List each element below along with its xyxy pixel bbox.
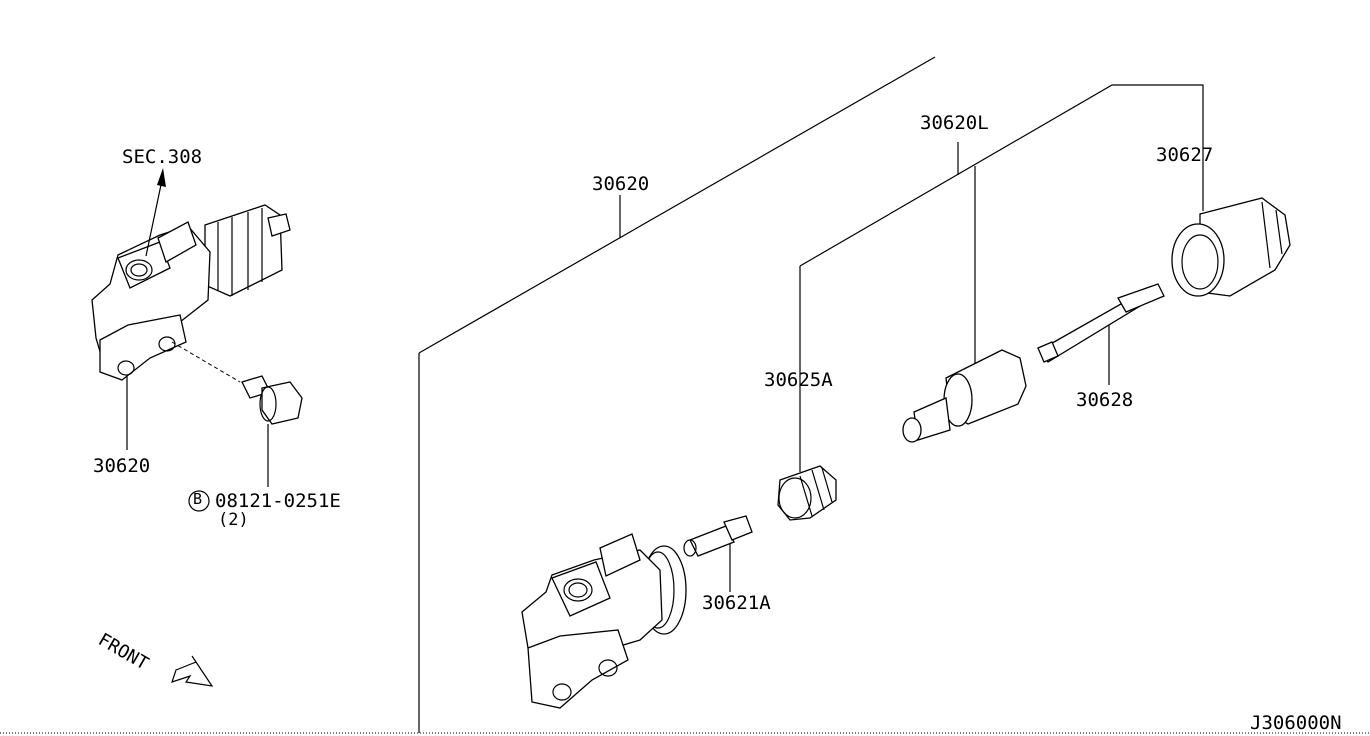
part-30625A — [777, 465, 837, 521]
label-30620-left: 30620 — [93, 455, 151, 477]
part-30628 — [1037, 283, 1165, 363]
label-30628: 30628 — [1076, 389, 1134, 411]
panel-frame — [418, 56, 936, 733]
part-30621A — [683, 515, 753, 557]
front-arrow-icon — [171, 655, 214, 687]
label-bolt-code: 08121-0251E — [215, 490, 341, 512]
slave-cylinder-housing — [521, 533, 687, 709]
part-30627 — [1171, 197, 1291, 297]
piston-30620L — [902, 349, 1027, 443]
bolt-badge-letter: B — [193, 490, 203, 508]
bolt-08121-0251E — [171, 341, 303, 487]
bracket-30620L — [619, 84, 1204, 592]
label-30625A: 30625A — [764, 369, 833, 391]
bolt-badge-icon — [188, 490, 210, 512]
label-30620L: 30620L — [920, 112, 989, 134]
label-diagram-id: J306000N — [1250, 712, 1342, 734]
label-30620-main: 30620 — [592, 173, 650, 195]
label-30627: 30627 — [1156, 144, 1214, 166]
label-bolt-qty: (2) — [218, 510, 249, 530]
label-30621A: 30621A — [702, 592, 771, 614]
label-sec-308: SEC.308 — [122, 146, 203, 168]
arrow-up-icon — [157, 168, 166, 187]
slave-cylinder-assembled — [91, 168, 291, 450]
